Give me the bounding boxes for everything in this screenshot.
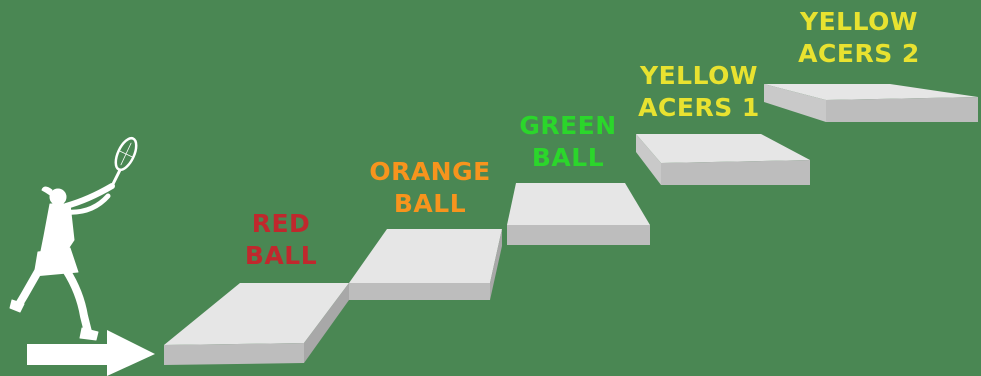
label-orange-ball: ORANGE BALL (355, 156, 505, 220)
step-side (661, 160, 810, 185)
label-line-1: YELLOW (624, 60, 774, 92)
tennis-player-silhouette-icon (10, 135, 140, 340)
step-red-ball (164, 283, 349, 365)
step-side (826, 97, 978, 122)
label-line-1: ORANGE (355, 156, 505, 188)
label-yellow-acers-2: YELLOW ACERS 2 (784, 6, 934, 70)
step-side (349, 283, 490, 300)
step-side (507, 225, 650, 245)
step-yellow-acers-1 (636, 134, 810, 185)
label-line-1: GREEN (508, 110, 628, 142)
label-line-2: ACERS 2 (784, 38, 934, 70)
label-line-1: YELLOW (784, 6, 934, 38)
label-line-2: ACERS 1 (624, 92, 774, 124)
step-green-ball (507, 183, 650, 245)
label-yellow-acers-1: YELLOW ACERS 1 (624, 60, 774, 124)
label-red-ball: RED BALL (236, 208, 326, 272)
step-orange-ball (349, 229, 502, 300)
label-line-2: BALL (508, 142, 628, 174)
step-top (636, 134, 810, 163)
label-line-2: BALL (355, 188, 505, 220)
label-line-2: BALL (236, 240, 326, 272)
label-line-1: RED (236, 208, 326, 240)
step-side (164, 343, 304, 365)
label-green-ball: GREEN BALL (508, 110, 628, 174)
step-top (507, 183, 650, 225)
step-top (349, 229, 502, 283)
step-yellow-acers-2 (764, 84, 978, 122)
